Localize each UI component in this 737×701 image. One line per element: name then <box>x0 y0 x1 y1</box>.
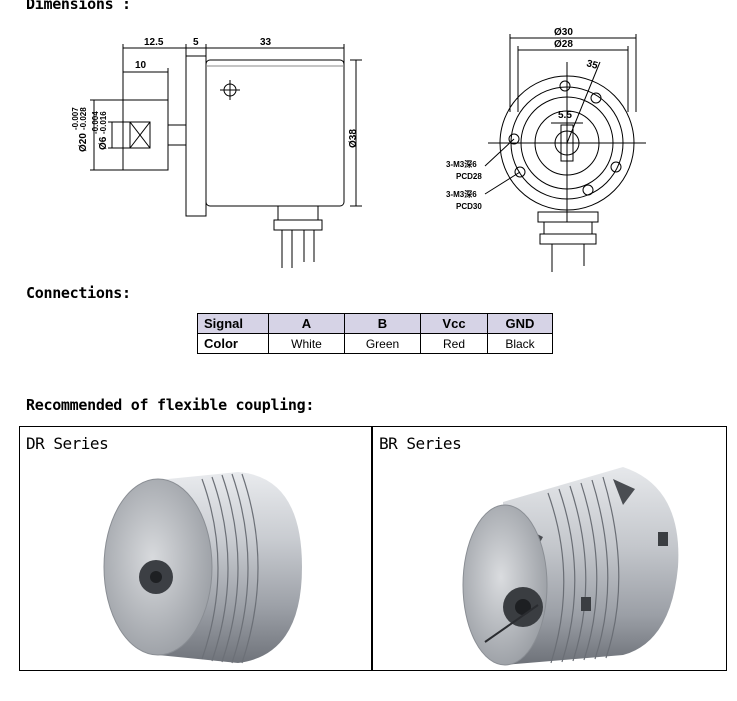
signal-cell: Vcc <box>420 313 488 334</box>
dim-30: Ø30 <box>554 27 573 38</box>
connections-title: Connections: <box>26 284 131 302</box>
br-coupling-image <box>462 467 679 666</box>
hole-spec-pcd28: 3-M3深6 <box>446 159 477 169</box>
color-cell: Green <box>344 333 421 354</box>
dim-28: Ø28 <box>554 39 573 50</box>
signal-cell: A <box>268 313 345 334</box>
signal-cell: B <box>344 313 421 334</box>
dim-20-tol-bottom: -0.028 <box>79 107 88 130</box>
color-cell: Black <box>487 333 553 354</box>
dr-series-panel: DR Series <box>19 426 372 671</box>
dim-5: 5 <box>193 37 199 48</box>
coupling-title: Recommended of flexible coupling: <box>26 396 315 414</box>
pcd28-label: PCD28 <box>456 172 482 181</box>
encoder-side-view-drawing: 12.5 5 33 10 Ø38 Ø20 -0.007 -0.028 Ø6 -0… <box>71 37 362 268</box>
dimensions-title: Dimensions : <box>26 0 131 13</box>
br-series-label: BR Series <box>379 434 462 453</box>
signal-header: Signal <box>197 313 269 334</box>
dim-33: 33 <box>260 37 272 48</box>
dim-35: 35 <box>585 58 599 72</box>
signal-cell: GND <box>487 313 553 334</box>
dim-38: Ø38 <box>348 129 359 148</box>
color-cell: Red <box>420 333 488 354</box>
dim-20-tol-top: -0.007 <box>71 107 80 130</box>
hole-spec-pcd30: 3-M3深6 <box>446 189 477 199</box>
dim-6-tol-top: -0.004 <box>91 111 100 134</box>
dim-20: Ø20 <box>78 133 89 152</box>
signal-row: Signal A B Vcc GND <box>197 313 553 334</box>
dim-6: Ø6 <box>98 136 109 150</box>
dim-12-5: 12.5 <box>144 37 164 48</box>
br-series-panel: BR Series <box>372 426 727 671</box>
pcd30-label: PCD30 <box>456 202 482 211</box>
dr-series-label: DR Series <box>26 434 109 453</box>
connections-table: Signal A B Vcc GND Color White Green Red… <box>197 313 553 354</box>
color-header: Color <box>197 333 269 354</box>
color-cell: White <box>268 333 345 354</box>
dr-coupling-image <box>103 472 302 664</box>
color-row: Color White Green Red Black <box>197 333 553 354</box>
encoder-front-view-drawing: Ø30 Ø28 35 5.5 3-M3深6 PCD28 3-M3深6 PCD30 <box>446 27 646 272</box>
dim-5-5: 5.5 <box>558 110 572 121</box>
dim-6-tol-bottom: -0.016 <box>99 111 108 134</box>
dim-10: 10 <box>135 60 147 71</box>
